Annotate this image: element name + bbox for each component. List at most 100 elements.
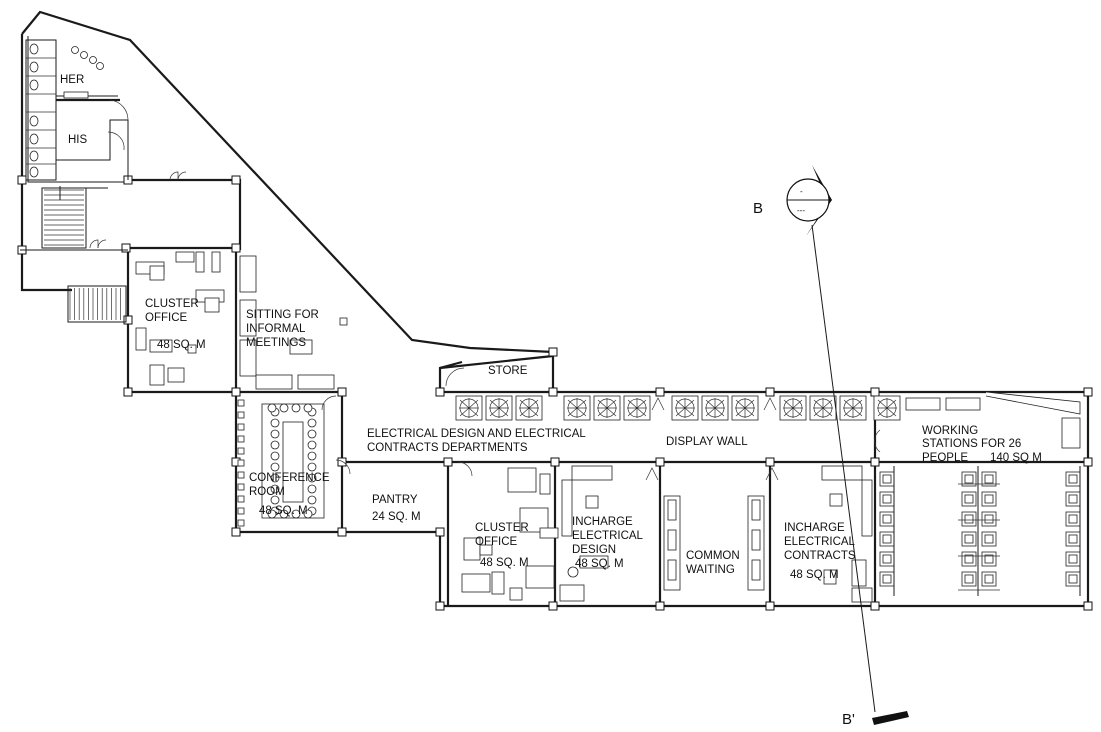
room-label-cluster-office-1-line2: OFFICE <box>145 312 187 324</box>
column <box>337 387 347 397</box>
workstation-chair <box>964 494 974 504</box>
chair <box>237 519 245 527</box>
room-area-incharge-design: 48 SQ. M <box>575 558 624 570</box>
workstation-chair <box>882 574 892 584</box>
chair <box>307 484 317 494</box>
chair <box>291 403 301 413</box>
display-doors <box>651 397 881 453</box>
workstation-top-cabinets <box>905 391 1081 415</box>
chair <box>237 447 245 455</box>
workstation-chair <box>964 474 974 484</box>
workstation-chair <box>1068 554 1078 564</box>
room-label-common-waiting-2: WAITING <box>686 564 735 576</box>
display-wall-planters <box>455 395 901 421</box>
planter <box>593 395 621 421</box>
chair <box>279 509 289 519</box>
chair <box>267 509 277 519</box>
chair <box>267 403 277 413</box>
chair <box>270 429 280 439</box>
workstation-chair <box>984 534 994 544</box>
column <box>765 601 775 611</box>
planter <box>515 395 543 421</box>
chair <box>237 435 245 443</box>
incharge-contracts-furniture <box>765 465 873 603</box>
column <box>548 387 558 397</box>
column <box>121 243 131 253</box>
chair <box>307 495 317 505</box>
waiting-sofas <box>663 495 765 591</box>
chair <box>303 509 313 519</box>
room-label-incharge-design-1: INCHARGE <box>572 516 633 528</box>
chair <box>237 423 245 431</box>
staircase <box>41 186 127 323</box>
dept-label-line2: CONTRACTS DEPARTMENTS <box>367 442 528 454</box>
room-area-incharge-contracts: 48 SQ. M <box>790 569 839 581</box>
column <box>655 601 665 611</box>
section-bubble-top: - <box>800 187 803 196</box>
planter <box>731 395 759 421</box>
planter <box>701 395 729 421</box>
column <box>231 175 241 185</box>
column <box>765 387 775 397</box>
room-label-common-waiting-1: COMMON <box>686 550 740 562</box>
chair <box>307 440 317 450</box>
room-label-incharge-design-2: ELECTRICAL <box>572 530 644 542</box>
chair <box>307 451 317 461</box>
room-label-cluster-office-2: CLUSTER <box>475 522 529 534</box>
room-label-sitting-2: INFORMAL <box>246 323 306 335</box>
section-bubble-bottom: --- <box>797 206 805 215</box>
chair <box>237 459 245 467</box>
column <box>337 527 347 537</box>
room-label-incharge-design-3: DESIGN <box>572 544 616 556</box>
workstation-chair <box>964 514 974 524</box>
room-area-cluster-office-1: 48 SQ. M <box>157 339 206 351</box>
chair <box>307 418 317 428</box>
planter <box>671 395 699 421</box>
room-label-pantry: PANTRY <box>372 494 418 506</box>
section-marker: - --- B B' <box>753 165 909 728</box>
chair <box>270 462 280 472</box>
chair <box>237 483 245 491</box>
workstations <box>879 417 1081 596</box>
column <box>1083 457 1093 467</box>
chair <box>270 451 280 461</box>
room-label-incharge-contracts-1: INCHARGE <box>784 522 845 534</box>
column <box>870 601 880 611</box>
column <box>123 315 133 325</box>
column <box>231 243 241 253</box>
workstation-chair <box>984 494 994 504</box>
incharge-design-furniture <box>559 465 613 602</box>
planter <box>485 395 513 421</box>
workstation-chair <box>984 554 994 564</box>
workstation-chair <box>1068 494 1078 504</box>
workstation-chair <box>882 514 892 524</box>
workstation-chair <box>882 474 892 484</box>
workstation-chair <box>984 574 994 584</box>
sitting-furniture <box>239 255 348 390</box>
conference-furniture <box>237 399 325 527</box>
room-label-sitting-1: SITTING FOR <box>246 309 319 321</box>
planter <box>839 395 867 421</box>
section-label-start: B <box>753 200 763 217</box>
chair <box>270 440 280 450</box>
column <box>548 347 558 357</box>
chair <box>237 411 245 419</box>
column <box>435 527 445 537</box>
column <box>1083 387 1093 397</box>
planter <box>623 395 651 421</box>
room-label-incharge-contracts-2: ELECTRICAL <box>784 536 856 548</box>
column <box>765 457 775 467</box>
dept-label-line1: ELECTRICAL DESIGN AND ELECTRICAL <box>367 428 586 440</box>
toilet-block: HER HIS <box>25 39 129 181</box>
chair <box>237 399 245 407</box>
room-label-conference-2: ROOM <box>249 486 285 498</box>
room-label-store: STORE <box>488 365 528 377</box>
column <box>435 387 445 397</box>
column <box>337 457 347 467</box>
chair <box>237 471 245 479</box>
chair <box>279 403 289 413</box>
column <box>17 175 27 185</box>
planter <box>809 395 837 421</box>
workstation-chair <box>882 554 892 564</box>
